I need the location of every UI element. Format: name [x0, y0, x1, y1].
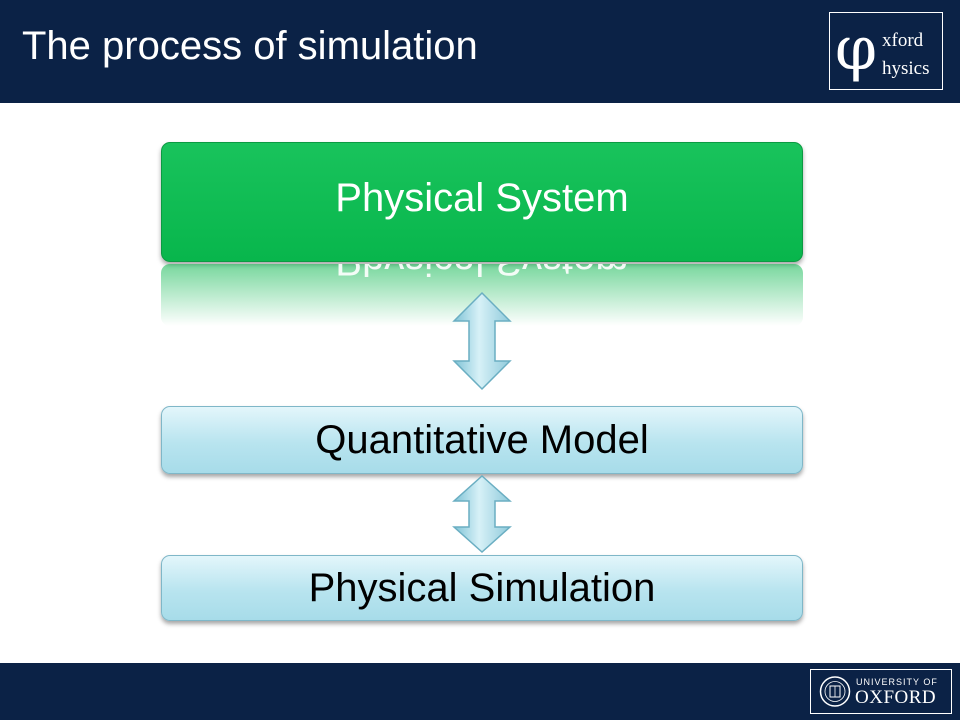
oxford-label: OXFORD — [855, 687, 937, 708]
node-physical-system: Physical System — [161, 142, 803, 262]
node-physical-simulation: Physical Simulation — [161, 555, 803, 621]
oxford-crest-icon — [819, 676, 851, 707]
university-of-oxford-logo: UNIVERSITY OF OXFORD — [810, 669, 952, 714]
node-quantitative-model: Quantitative Model — [161, 406, 803, 474]
logo-word-2: hysics — [882, 58, 930, 79]
double-arrow-icon-lower — [452, 474, 512, 554]
university-of-label: UNIVERSITY OF — [856, 677, 938, 687]
slide-title: The process of simulation — [22, 24, 478, 68]
oxford-physics-logo: φ xford hysics — [829, 12, 943, 90]
header-bar: The process of simulation φ xford hysics — [0, 0, 960, 103]
double-arrow-icon-upper — [452, 291, 512, 391]
footer-bar — [0, 663, 960, 720]
logo-word-1: xford — [882, 30, 924, 51]
logo-phi-symbol: φ — [834, 14, 877, 84]
